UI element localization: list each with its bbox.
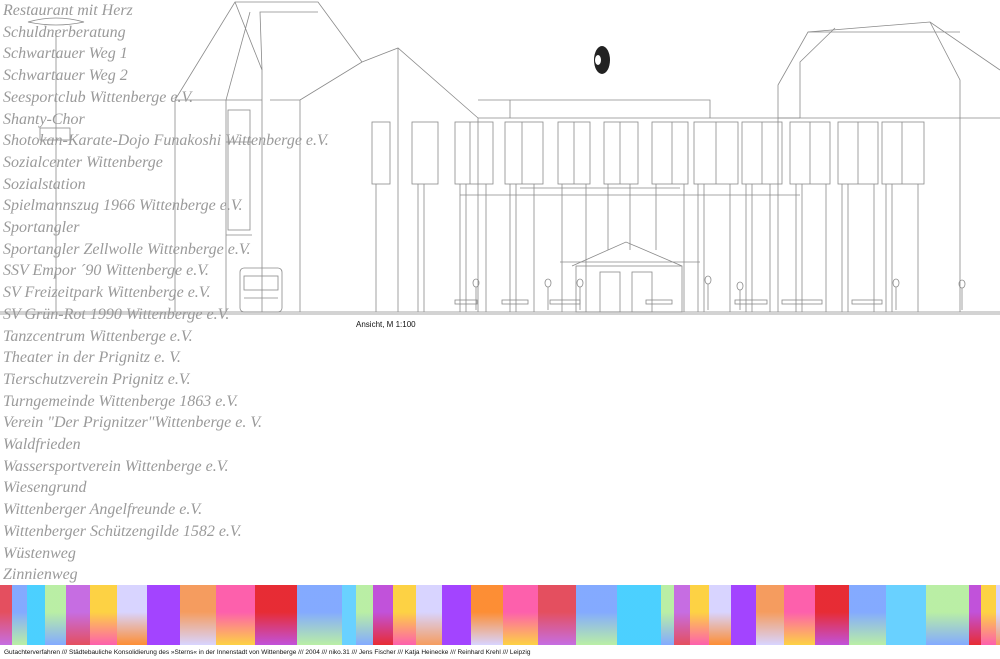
color-stripe	[356, 585, 373, 645]
color-stripe	[981, 585, 996, 645]
color-stripe	[12, 585, 27, 645]
left-building	[174, 1, 479, 312]
list-item: Verein "Der Prignitzer"Wittenberge e. V.	[3, 414, 263, 432]
list-item: Restaurant mit Herz	[3, 2, 133, 19]
benches	[454, 299, 883, 305]
color-stripe	[416, 585, 442, 645]
columns	[375, 184, 919, 312]
color-stripe	[576, 585, 617, 645]
people	[472, 275, 966, 310]
list-item: Tierschutzverein Prignitz e.V.	[3, 370, 191, 388]
color-stripe	[969, 585, 981, 645]
color-stripe	[784, 585, 815, 645]
color-stripe	[66, 585, 90, 645]
pavilion	[560, 241, 700, 313]
color-stripe	[996, 585, 1000, 645]
color-stripe	[297, 585, 342, 645]
color-stripe	[216, 585, 255, 645]
hanging-panels	[371, 121, 925, 185]
color-band	[0, 585, 1000, 645]
color-stripe	[617, 585, 661, 645]
color-stripe	[471, 585, 503, 645]
list-item: Shotokan-Karate-Dojo Funakoshi Wittenber…	[3, 132, 329, 150]
color-stripe	[815, 585, 849, 645]
list-item: Seesportclub Wittenberge e.V.	[3, 88, 194, 106]
color-stripe	[926, 585, 969, 645]
list-item: Sportangler	[3, 219, 80, 237]
color-stripe	[503, 585, 538, 645]
van	[239, 267, 283, 313]
list-item: Turngemeinde Wittenberge 1863 e.V.	[3, 392, 239, 410]
central-hall	[460, 99, 800, 196]
list-item: Shanty-Chor	[3, 110, 85, 128]
color-stripe	[756, 585, 784, 645]
list-item: Zinnienweg	[3, 566, 78, 584]
color-stripe	[674, 585, 690, 645]
list-item: Schwartauer Weg 2	[3, 67, 128, 85]
list-item: Theater in der Prignitz e. V.	[3, 349, 181, 367]
color-stripe	[117, 585, 147, 645]
list-item: Wiesengrund	[3, 479, 87, 497]
list-item: Waldfrieden	[3, 436, 81, 454]
list-item: Tanzcentrum Wittenberge e.V.	[3, 327, 193, 345]
color-stripe	[342, 585, 356, 645]
list-item: Sozialstation	[3, 175, 86, 193]
color-stripe	[393, 585, 416, 645]
color-stripe	[180, 585, 216, 645]
elevation-drawing	[0, 1, 1000, 315]
list-item: Sozialcenter Wittenberge	[3, 153, 163, 171]
list-item: SV Freizeitpark Wittenberge e.V.	[3, 284, 211, 302]
list-item: Sportangler Zellwolle Wittenberge e.V.	[3, 240, 251, 258]
color-stripe	[90, 585, 117, 645]
lamp-post	[27, 17, 85, 312]
color-stripe	[886, 585, 926, 645]
color-stripe	[0, 585, 12, 645]
list-item: Wittenberger Schützengilde 1582 e.V.	[3, 522, 242, 540]
list-item: SSV Empor ´90 Wittenberge e.V.	[3, 262, 209, 280]
color-stripe	[731, 585, 756, 645]
color-stripe	[45, 585, 66, 645]
list-item: Spielmannszug 1966 Wittenberge e.V.	[3, 197, 243, 215]
color-stripe	[373, 585, 393, 645]
color-stripe	[255, 585, 297, 645]
color-stripe	[709, 585, 731, 645]
drawing-caption: Ansicht, M 1:100	[356, 320, 416, 329]
color-stripe	[27, 585, 45, 645]
speaker-icon	[594, 46, 610, 74]
color-stripe	[147, 585, 180, 645]
color-stripe	[538, 585, 576, 645]
list-item: Wittenberger Angelfreunde e.V.	[3, 501, 203, 519]
color-stripe	[849, 585, 886, 645]
list-item: Wüstenweg	[3, 544, 76, 562]
right-building	[777, 21, 1000, 312]
color-stripe	[442, 585, 471, 645]
list-item: SV Grün-Rot 1990 Wittenberge e.V.	[3, 305, 230, 323]
color-stripe	[690, 585, 709, 645]
list-item: Schwartauer Weg 1	[3, 45, 128, 63]
list-item: Wassersportverein Wittenberge e.V.	[3, 457, 229, 475]
color-stripe	[661, 585, 674, 645]
footer-text: Gutachterverfahren /// Städtebauliche Ko…	[4, 649, 531, 656]
names-list: Restaurant mit Herz Schuldnerberatung Sc…	[3, 0, 329, 586]
list-item: Schuldnerberatung	[3, 23, 126, 41]
